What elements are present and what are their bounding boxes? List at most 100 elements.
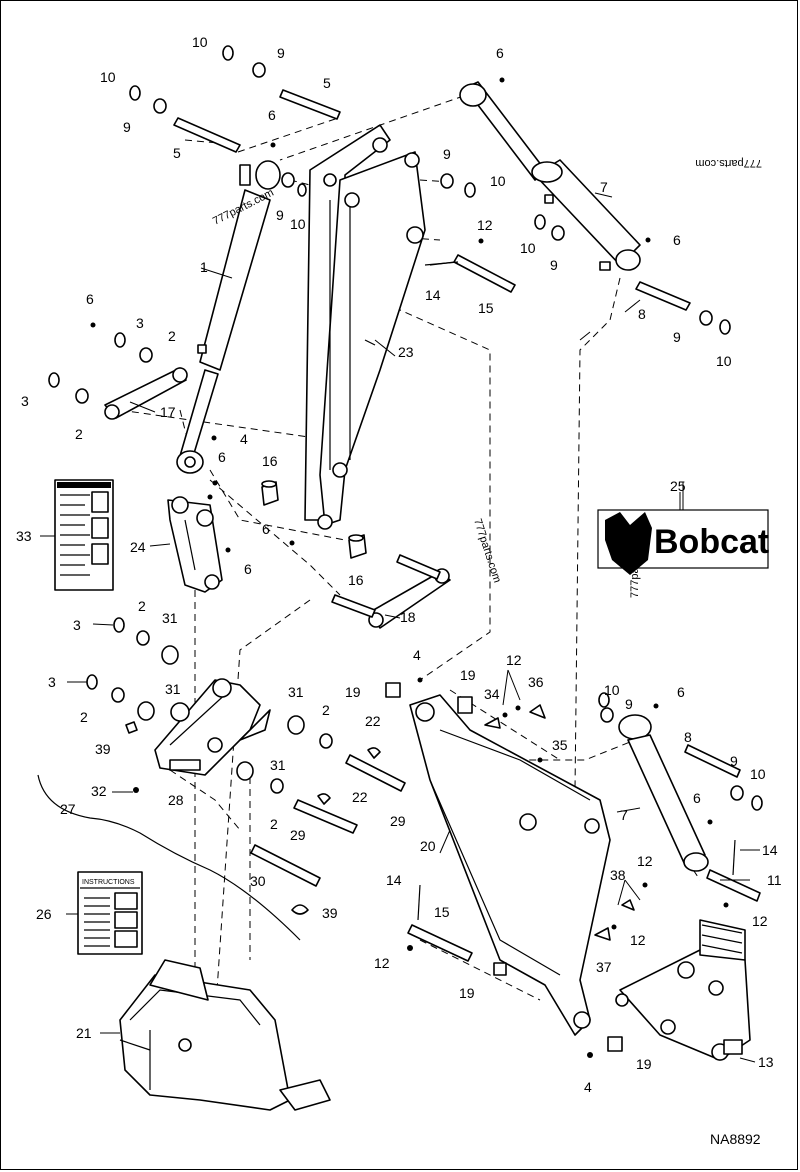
- bobcat-logo-part-25: Bobcat: [597, 509, 769, 575]
- callout: 6: [86, 291, 94, 307]
- callout: 15: [478, 300, 494, 316]
- callout: 26: [36, 906, 52, 922]
- callout: 29: [390, 813, 406, 829]
- callout: 31: [162, 610, 178, 626]
- callout: 13: [758, 1054, 774, 1070]
- callout: 2: [80, 709, 88, 725]
- callout: 12: [506, 652, 522, 668]
- callout: 8: [638, 306, 646, 322]
- drawing-code: NA8892: [710, 1131, 761, 1147]
- pins-part-5: [173, 89, 341, 153]
- pin-part-8-upper: [635, 281, 691, 311]
- callout: 6: [673, 232, 681, 248]
- callout: 6: [218, 449, 226, 465]
- decal-26-title: INSTRUCTIONS: [82, 879, 135, 886]
- callout: 17: [160, 404, 176, 420]
- watermark-text: 777parts.com: [695, 157, 762, 169]
- callout: 10: [192, 34, 208, 50]
- callout: 14: [762, 842, 778, 858]
- decal-part-33: [54, 479, 114, 591]
- boom-part-23: [304, 124, 426, 530]
- callout: 35: [552, 737, 568, 753]
- bobcat-head-icon: [605, 512, 652, 575]
- callout: 2: [270, 816, 278, 832]
- callout: 2: [322, 702, 330, 718]
- callout: 6: [244, 561, 252, 577]
- callout: 6: [268, 107, 276, 123]
- callout: 28: [168, 792, 184, 808]
- callout: 20: [420, 838, 436, 854]
- callout: 4: [240, 431, 248, 447]
- callout: 22: [352, 789, 368, 805]
- callout: 10: [490, 173, 506, 189]
- callout: 2: [138, 598, 146, 614]
- link-part-13: [615, 919, 751, 1061]
- bracket-part-28: [154, 678, 271, 776]
- callout: 3: [73, 617, 81, 633]
- callout: 38: [610, 867, 626, 883]
- small-hardware: [90, 77, 736, 1058]
- callout: 39: [322, 905, 338, 921]
- callout: 31: [270, 757, 286, 773]
- washers-and-rings: [48, 45, 763, 811]
- callout: 10: [290, 216, 306, 232]
- callout: 25: [670, 478, 686, 494]
- boom-cylinder-part-1: [176, 160, 281, 474]
- callout: 9: [277, 45, 285, 61]
- callout: 30: [250, 873, 266, 889]
- bucket-part-21: [119, 959, 331, 1111]
- callout: 1: [200, 259, 208, 275]
- callout: 27: [60, 801, 76, 817]
- callout: 15: [434, 904, 450, 920]
- callout: 4: [584, 1079, 592, 1095]
- callout: 32: [91, 783, 107, 799]
- callout: 19: [460, 667, 476, 683]
- brace-part-27: [37, 774, 301, 941]
- callout: 10: [750, 766, 766, 782]
- callout: 7: [620, 807, 628, 823]
- leader-lines: [40, 192, 760, 1063]
- link-part-17: [104, 367, 188, 420]
- callout: 14: [425, 287, 441, 303]
- callout: 7: [600, 179, 608, 195]
- callout: 19: [459, 985, 475, 1001]
- callout: 3: [136, 315, 144, 331]
- callout: 6: [677, 684, 685, 700]
- callout: 9: [550, 257, 558, 273]
- callout: 22: [365, 713, 381, 729]
- callout: 12: [630, 932, 646, 948]
- pins-part-29-30: [250, 754, 406, 887]
- bushings-part-31: [137, 645, 305, 781]
- callout: 21: [76, 1025, 92, 1041]
- callout: 2: [168, 328, 176, 344]
- callout: 12: [374, 955, 390, 971]
- callout: 18: [400, 609, 416, 625]
- callout: 10: [520, 240, 536, 256]
- callout: 6: [496, 45, 504, 61]
- callout: 9: [673, 329, 681, 345]
- callout: 9: [730, 753, 738, 769]
- callout: 12: [752, 913, 768, 929]
- callout: 6: [262, 521, 270, 537]
- callout: 3: [21, 393, 29, 409]
- pin-part-15-lower: [407, 924, 473, 962]
- callout: 16: [262, 453, 278, 469]
- callout: 16: [348, 572, 364, 588]
- callout: 36: [528, 674, 544, 690]
- bucket-cylinder-upper-part-7: [459, 81, 641, 271]
- callout: 9: [625, 696, 633, 712]
- callout: 19: [636, 1056, 652, 1072]
- callout: 34: [484, 686, 500, 702]
- callout: 33: [16, 528, 32, 544]
- callout: 5: [323, 75, 331, 91]
- callout: 14: [386, 872, 402, 888]
- callout: 9: [123, 119, 131, 135]
- callout: 24: [130, 539, 146, 555]
- watermark-text: 777parts.com: [471, 517, 503, 584]
- link-part-24: [167, 496, 223, 593]
- callout: 11: [767, 872, 782, 888]
- bobcat-brand-text: Bobcat: [654, 523, 769, 561]
- callout: 6: [693, 790, 701, 806]
